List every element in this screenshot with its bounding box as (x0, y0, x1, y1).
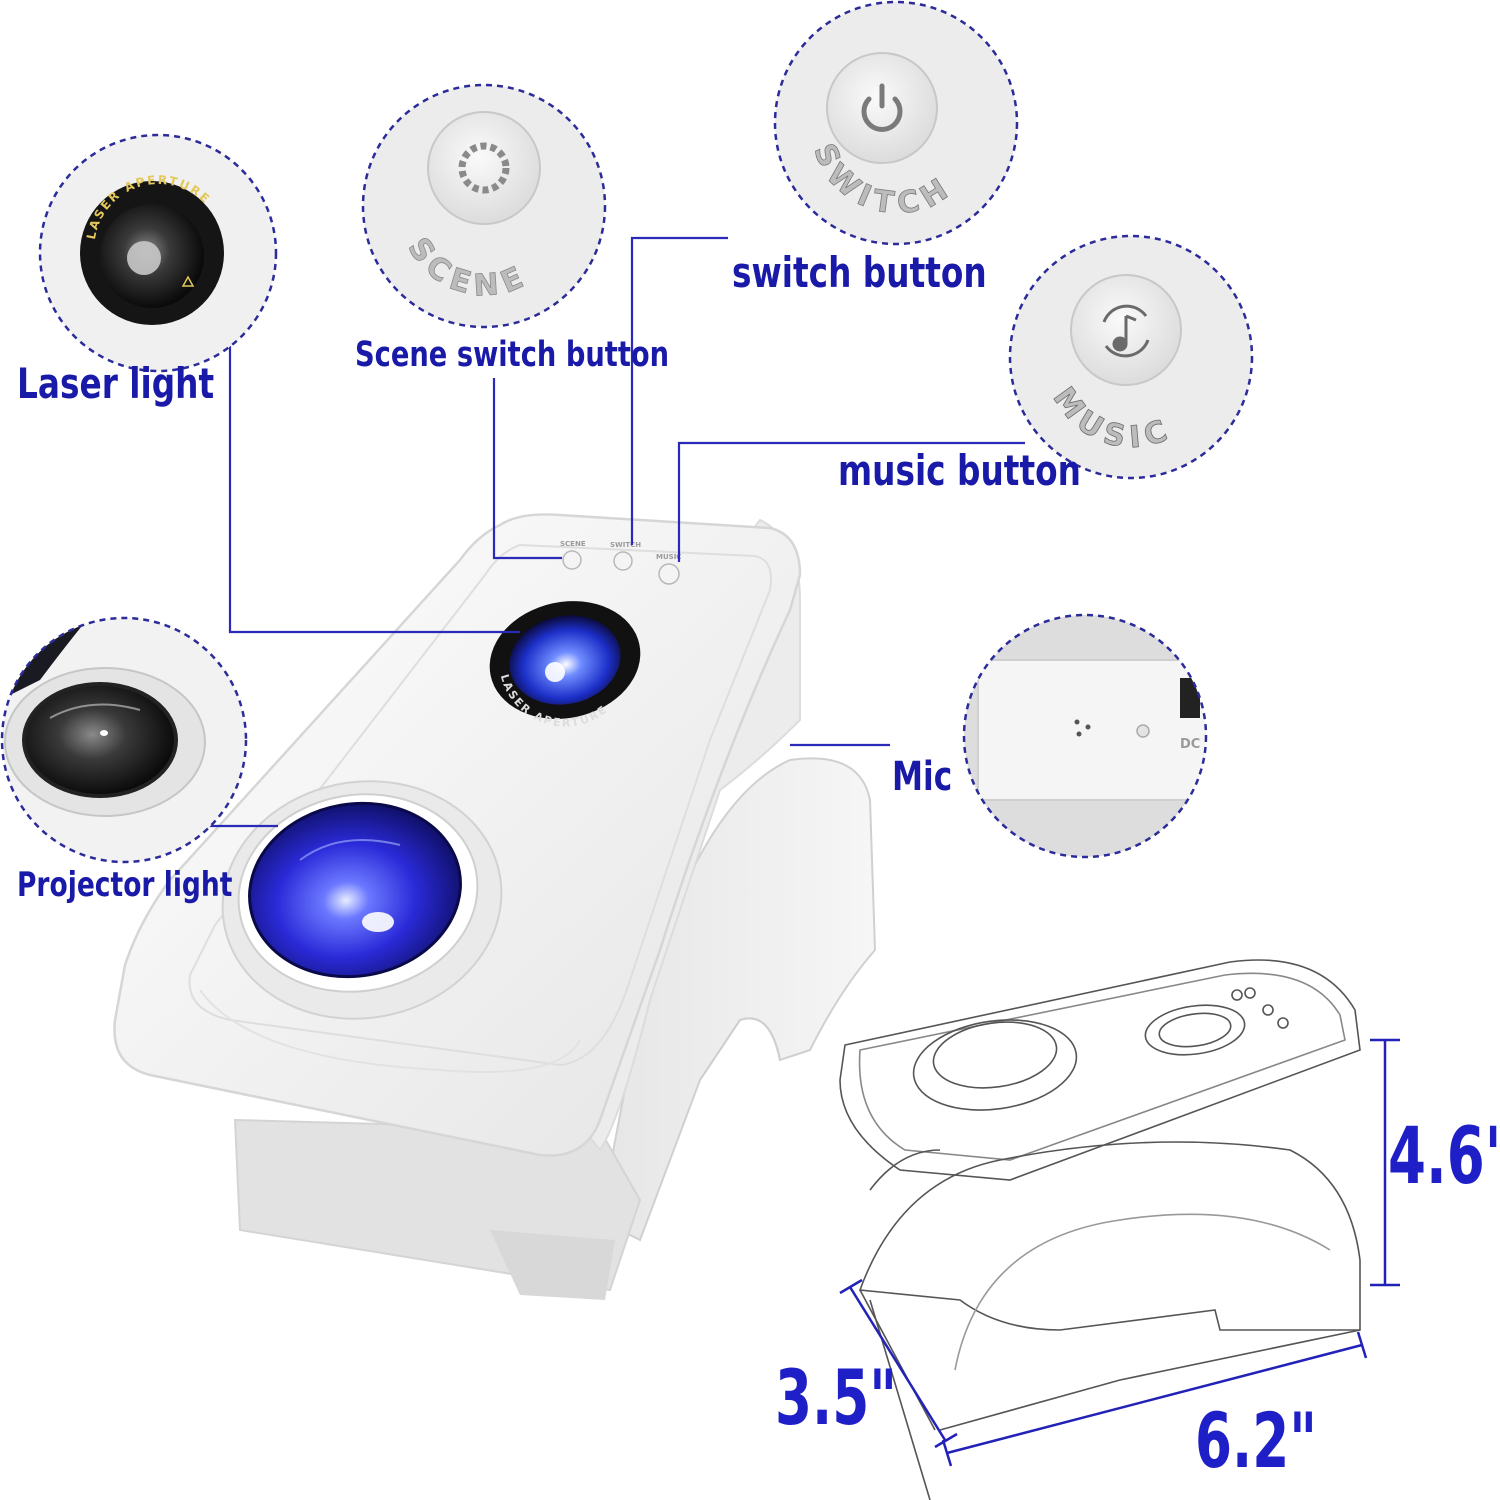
music-note-icon (1102, 304, 1150, 358)
scene-ring-icon (458, 142, 510, 194)
top-switch-button[interactable] (613, 551, 633, 571)
label-laser-light: Laser light (17, 359, 215, 408)
top-music-button[interactable] (658, 563, 680, 585)
svg-text:MUSIC: MUSIC (656, 553, 681, 561)
line-drawing (839, 959, 1361, 1500)
power-icon (861, 83, 903, 132)
projector-lens (221, 780, 503, 1020)
label-mic: Mic (892, 754, 953, 800)
label-projector-light: Projector light (17, 865, 233, 905)
svg-text:DC: DC (1180, 737, 1200, 752)
leader-scene (492, 378, 562, 560)
dimension-lines (839, 1038, 1400, 1467)
width-line (946, 1343, 1363, 1455)
top-scene-button[interactable] (562, 550, 582, 570)
leader-switch (630, 236, 728, 545)
label-switch-button: switch button (732, 248, 987, 297)
label-music-button: music button (838, 446, 1081, 495)
laser-aperture: LASER APERTURE (489, 601, 641, 730)
leader-laser (228, 325, 520, 634)
leader-lines (205, 236, 1025, 828)
label-scene-switch-button: Scene switch button (355, 335, 670, 375)
laser-light-detail: LASER APERTURE (38, 133, 278, 373)
mic-detail: DC (962, 613, 1208, 859)
mic-holes (1074, 719, 1091, 737)
dimension-height: 4.6" (1388, 1112, 1500, 1202)
scene-button-detail: SCENE (361, 83, 607, 329)
depth-line (848, 1286, 947, 1441)
star-projector-device: SCENE SWITCH MUSIC LASER APERTURE (113, 513, 877, 1300)
svg-text:SCENE: SCENE (560, 540, 586, 548)
top-button-row: SCENE SWITCH MUSIC (560, 540, 681, 585)
svg-text:SWITCH: SWITCH (610, 541, 641, 549)
dimension-depth: 3.5" (775, 1353, 897, 1442)
switch-button-detail: SWITCH (773, 0, 1019, 246)
dimension-width: 6.2" (1195, 1396, 1317, 1485)
leader-music (677, 441, 1025, 562)
music-button-detail: MUSIC (1008, 234, 1254, 480)
